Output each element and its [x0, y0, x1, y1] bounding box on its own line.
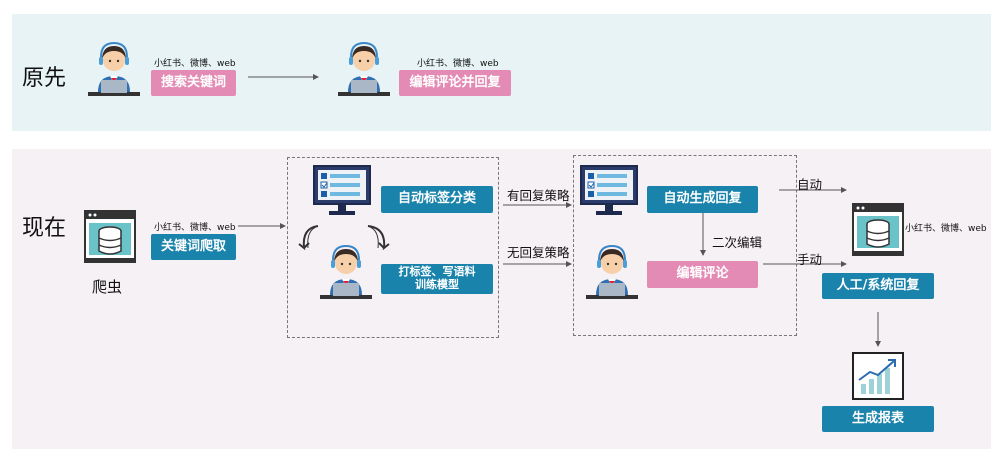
manual-system-reply-tag: 人工/系统回复: [822, 273, 934, 299]
source-label: 小红书、微博、web: [417, 59, 499, 69]
auto-label: 自动: [797, 177, 823, 192]
edit-comment-tag: 编辑评论: [647, 261, 758, 288]
agent-icon: [88, 41, 140, 96]
now-panel: [12, 149, 991, 449]
generate-report-tag: 生成报表: [822, 406, 934, 432]
manual-label: 手动: [797, 252, 823, 267]
edit-and-reply-tag: 编辑评论并回复: [399, 70, 511, 96]
second-edit-label: 二次编辑: [712, 235, 763, 250]
crawler-caption: 爬虫: [92, 278, 123, 296]
monitor-checklist-icon: [580, 165, 638, 215]
search-keywords-tag: 搜索关键词: [151, 70, 236, 96]
database-window-icon: [852, 203, 904, 256]
source-label: 小红书、微博、web: [905, 224, 987, 234]
agent-icon: [586, 244, 638, 299]
auto-reply-tag: 自动生成回复: [647, 186, 758, 213]
section-title-now: 现在: [22, 216, 67, 241]
label-train-tag: 打标签、写语料 训练模型: [381, 264, 493, 294]
agent-icon: [338, 41, 390, 96]
cycle-arrow-icon: [298, 225, 319, 251]
source-label: 小红书、微博、web: [154, 59, 236, 69]
section-title-before: 原先: [22, 66, 67, 91]
cycle-arrow-icon: [367, 225, 390, 251]
keyword-crawl-tag: 关键词爬取: [151, 234, 236, 260]
training-group-box: [287, 157, 499, 338]
no-strategy-label: 无回复策略: [507, 245, 570, 260]
label-train-line-1: 打标签、写语料: [398, 265, 476, 279]
auto-tag-classify-tag: 自动标签分类: [381, 186, 493, 213]
label-train-line-2: 训练模型: [415, 278, 459, 291]
reply-group-box: [573, 155, 797, 336]
source-label: 小红书、微博、web: [154, 223, 236, 233]
database-window-icon: [84, 210, 136, 263]
report-chart-icon: [852, 352, 904, 400]
monitor-checklist-icon: [313, 165, 371, 215]
has-strategy-label: 有回复策略: [507, 188, 570, 203]
agent-icon: [320, 244, 372, 299]
